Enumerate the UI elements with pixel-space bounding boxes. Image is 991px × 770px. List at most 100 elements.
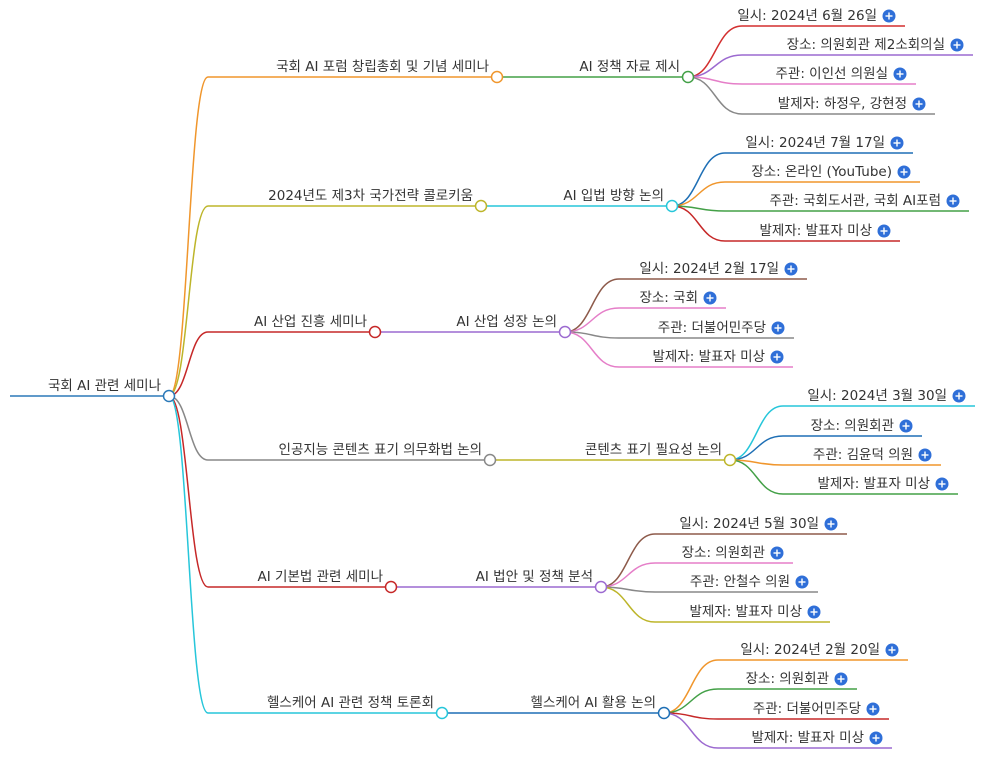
topic-collapse-circle-icon[interactable] xyxy=(723,453,737,467)
expand-plus-icon[interactable] xyxy=(952,389,966,403)
topic-to-detail-connector xyxy=(663,659,719,714)
topic-to-detail-connector xyxy=(729,405,784,461)
root-to-branch-connector xyxy=(168,76,209,397)
expand-plus-icon[interactable] xyxy=(899,419,913,433)
branch-collapse-circle-icon[interactable] xyxy=(368,325,382,339)
branch-collapse-circle-icon[interactable] xyxy=(435,706,449,720)
detail-label: 주관: 안철수 의원 xyxy=(690,574,790,590)
topic-to-detail-connector xyxy=(671,181,726,207)
topic-to-detail-connector xyxy=(600,586,656,623)
expand-plus-icon[interactable] xyxy=(897,165,911,179)
subtopic-label: 헬스케어 AI 활용 논의 xyxy=(531,695,656,711)
subtopic-label: AI 입법 방향 논의 xyxy=(563,188,664,204)
topic-collapse-circle-icon[interactable] xyxy=(558,325,572,339)
connector-layer xyxy=(10,25,975,749)
topic-to-detail-connector xyxy=(564,307,620,333)
branch-topic-label: 헬스케어 AI 관련 정책 토론회 xyxy=(267,695,434,711)
branch-collapse-circle-icon[interactable] xyxy=(483,453,497,467)
detail-label: 일시: 2024년 5월 30일 xyxy=(679,516,819,532)
expand-plus-icon[interactable] xyxy=(866,702,880,716)
topic-to-detail-connector xyxy=(564,331,620,368)
detail-label: 주관: 국회도서관, 국회 AI포럼 xyxy=(769,193,941,209)
branch-topic-label: 국회 AI 포럼 창립총회 및 기념 세미나 xyxy=(276,59,489,75)
subtopic-label: AI 법안 및 정책 분석 xyxy=(476,569,593,585)
detail-label: 장소: 의원회관 xyxy=(682,545,765,561)
detail-label: 발제자: 발표자 미상 xyxy=(760,223,873,239)
branch-topic-label: 2024년도 제3차 국가전략 콜로키움 xyxy=(268,188,473,204)
topic-to-detail-connector xyxy=(687,54,743,78)
expand-plus-icon[interactable] xyxy=(869,731,883,745)
expand-plus-icon[interactable] xyxy=(795,575,809,589)
root-collapse-circle-icon[interactable] xyxy=(162,389,176,403)
subtopic-label: AI 산업 성장 논의 xyxy=(456,314,557,330)
topic-to-detail-connector xyxy=(671,152,726,207)
expand-plus-icon[interactable] xyxy=(770,350,784,364)
detail-label: 일시: 2024년 2월 17일 xyxy=(639,261,779,277)
topic-collapse-circle-icon[interactable] xyxy=(657,706,671,720)
branch-topic-label: 인공지능 콘텐츠 표기 의무화법 논의 xyxy=(279,442,482,458)
branch-collapse-circle-icon[interactable] xyxy=(474,199,488,213)
detail-label: 일시: 2024년 6월 26일 xyxy=(737,8,877,24)
detail-label: 발제자: 발표자 미상 xyxy=(653,349,766,365)
detail-label: 발제자: 발표자 미상 xyxy=(752,730,865,746)
expand-plus-icon[interactable] xyxy=(882,9,896,23)
expand-plus-icon[interactable] xyxy=(703,291,717,305)
topic-to-detail-connector xyxy=(729,459,784,495)
subtopic-label: AI 정책 자료 제시 xyxy=(579,59,680,75)
expand-plus-icon[interactable] xyxy=(784,262,798,276)
root-topic-label: 국회 AI 관련 세미나 xyxy=(48,378,161,394)
expand-plus-icon[interactable] xyxy=(912,97,926,111)
branch-topic-label: AI 산업 진흥 세미나 xyxy=(254,314,367,330)
detail-label: 장소: 의원회관 xyxy=(746,671,829,687)
topic-to-detail-connector xyxy=(729,435,784,461)
expand-plus-icon[interactable] xyxy=(950,38,964,52)
root-to-branch-connector xyxy=(168,395,209,714)
root-to-branch-connector xyxy=(168,395,209,588)
expand-plus-icon[interactable] xyxy=(935,477,949,491)
detail-label: 일시: 2024년 3월 30일 xyxy=(807,388,947,404)
expand-plus-icon[interactable] xyxy=(770,546,784,560)
topic-to-detail-connector xyxy=(687,25,743,78)
detail-label: 장소: 의원회관 제2소회의실 xyxy=(787,37,945,53)
topic-collapse-circle-icon[interactable] xyxy=(594,580,608,594)
topic-to-detail-connector xyxy=(687,76,743,115)
detail-label: 주관: 이인선 의원실 xyxy=(776,66,889,82)
topic-to-detail-connector xyxy=(600,562,656,588)
topic-to-detail-connector xyxy=(600,533,656,588)
expand-plus-icon[interactable] xyxy=(890,136,904,150)
topic-collapse-circle-icon[interactable] xyxy=(681,70,695,84)
detail-label: 장소: 온라인 (YouTube) xyxy=(751,164,892,180)
detail-label: 일시: 2024년 2월 20일 xyxy=(740,642,880,658)
detail-label: 발제자: 하정우, 강현정 xyxy=(778,96,907,112)
branch-topic-label: AI 기본법 관련 세미나 xyxy=(258,569,383,585)
node-layer: 국회 AI 관련 세미나 국회 AI 포럼 창립총회 및 기념 세미나 AI 정책 … xyxy=(48,8,966,746)
expand-plus-icon[interactable] xyxy=(807,605,821,619)
root-to-branch-connector xyxy=(168,205,209,397)
expand-plus-icon[interactable] xyxy=(824,517,838,531)
detail-label: 발제자: 발표자 미상 xyxy=(818,476,931,492)
topic-to-detail-connector xyxy=(671,205,726,242)
subtopic-label: 콘텐츠 표기 필요성 논의 xyxy=(585,442,722,458)
detail-label: 발제자: 발표자 미상 xyxy=(690,604,803,620)
topic-collapse-circle-icon[interactable] xyxy=(665,199,679,213)
detail-label: 주관: 더불어민주당 xyxy=(753,701,861,717)
topic-to-detail-connector xyxy=(663,712,719,749)
topic-to-detail-connector xyxy=(564,278,620,333)
expand-plus-icon[interactable] xyxy=(918,448,932,462)
expand-plus-icon[interactable] xyxy=(885,643,899,657)
detail-label: 주관: 김윤덕 의원 xyxy=(813,447,913,463)
topic-to-detail-connector xyxy=(663,688,719,714)
expand-plus-icon[interactable] xyxy=(771,321,785,335)
expand-plus-icon[interactable] xyxy=(834,672,848,686)
branch-collapse-circle-icon[interactable] xyxy=(384,580,398,594)
branch-collapse-circle-icon[interactable] xyxy=(490,70,504,84)
expand-plus-icon[interactable] xyxy=(946,194,960,208)
expand-plus-icon[interactable] xyxy=(877,224,891,238)
detail-label: 주관: 더불어민주당 xyxy=(658,320,766,336)
detail-label: 장소: 국회 xyxy=(639,290,698,306)
expand-plus-icon[interactable] xyxy=(893,67,907,81)
detail-label: 일시: 2024년 7월 17일 xyxy=(745,135,885,151)
detail-label: 장소: 의원회관 xyxy=(811,418,894,434)
